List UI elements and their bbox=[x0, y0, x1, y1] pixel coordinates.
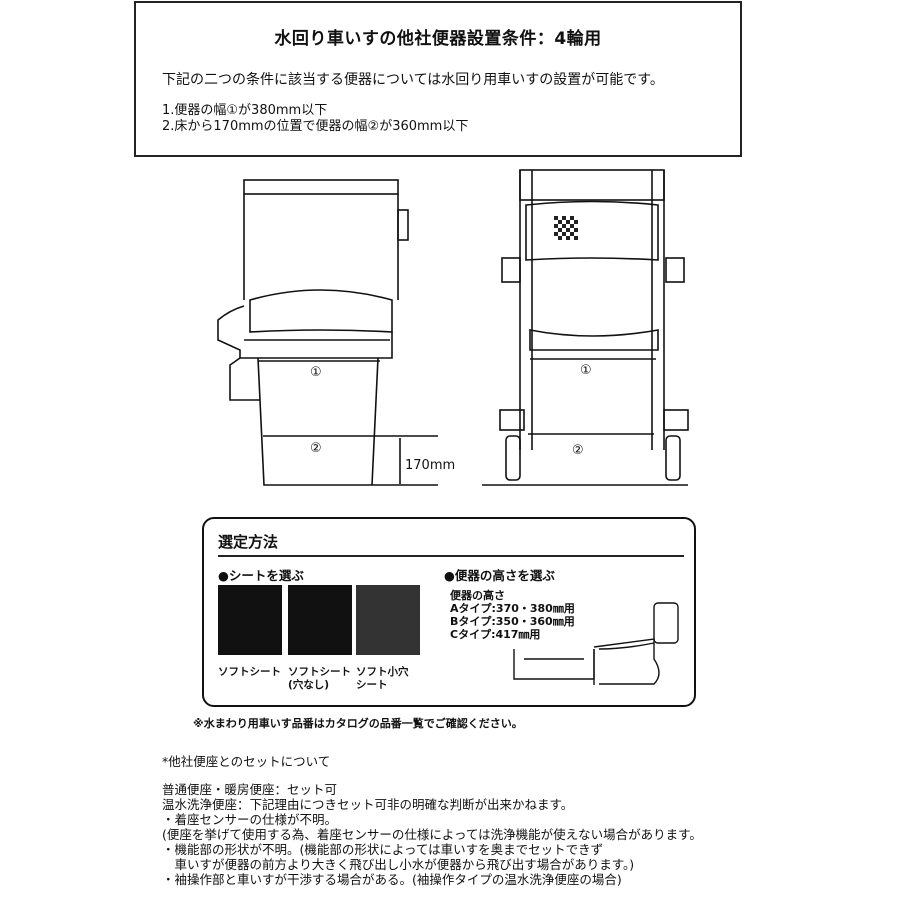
seat-caption-1: ソフトシート bbox=[218, 666, 281, 678]
toilet-and-wheelchair-illustration bbox=[217, 169, 689, 486]
note-line: 普通便座・暖房便座：セット可 bbox=[162, 782, 338, 797]
dimension-diagrams: ① ② 170mm ① ② bbox=[200, 160, 700, 500]
seat-heading: ●シートを選ぶ bbox=[218, 568, 304, 583]
header-lead-text: 下記の二つの条件に該当する便器については水回り用車いすの設置が可能です。 bbox=[162, 72, 664, 88]
third-party-seat-notes: *他社便座とのセットについて 普通便座・暖房便座：セット可 温水洗浄便座：下記理… bbox=[162, 754, 702, 887]
note-line: 温水洗浄便座：下記理由につきセット可非の明確な判断が出来かねます。 bbox=[162, 797, 574, 812]
seat-photo-soft-small-hole bbox=[356, 585, 420, 655]
seat-photo-soft-no-hole bbox=[288, 585, 352, 655]
notes-heading: *他社便座とのセットについて bbox=[162, 754, 331, 769]
height-heading: ●便器の高さを選ぶ bbox=[444, 568, 555, 583]
seat-photo-soft bbox=[218, 585, 282, 655]
toilet-width-2-label: ② bbox=[310, 441, 322, 456]
title-divider bbox=[218, 555, 684, 557]
condition-2: 2.床から170mmの位置で便器の幅②が360mm以下 bbox=[162, 119, 469, 134]
floor-height-label: 170mm bbox=[405, 458, 456, 473]
note-line: ・着座センサーの仕様が不明。 bbox=[162, 812, 338, 827]
catalog-footnote: ※水まわり用車いす品番はカタログの品番一覧でご確認ください。 bbox=[193, 717, 523, 730]
note-line: ・袖操作部と車いすが干渉する場合がある。(袖操作タイプの温水洗浄便座の場合) bbox=[162, 872, 622, 887]
wheelchair-width-2-label: ② bbox=[572, 443, 584, 458]
condition-1: 1.便器の幅①が380mm以下 bbox=[162, 103, 328, 118]
toilet-side-view-icon bbox=[513, 602, 679, 685]
note-line: (便座を挙げて使用する為、着座センサーの仕様によっては洗浄機能が使えない場合があ… bbox=[162, 827, 702, 842]
seat-caption-2: ソフトシート (穴なし) bbox=[288, 666, 351, 691]
seat-caption-3: ソフト小穴 シート bbox=[356, 666, 409, 691]
conditions-header-box: 水回り車いすの他社便器設置条件：4輪用 下記の二つの条件に該当する便器については… bbox=[134, 1, 742, 157]
note-line: 車いすが便器の前方より大きく飛び出し小水が便器から飛び出す場合があります。) bbox=[162, 857, 635, 872]
page-title: 水回り車いすの他社便器設置条件：4輪用 bbox=[274, 29, 602, 49]
toilet-width-1-label: ① bbox=[310, 365, 322, 380]
wheelchair-width-1-label: ① bbox=[580, 363, 592, 378]
note-line: ・機能部の形状が不明。(機能部の形状によっては車いすを奥までセットできず bbox=[162, 842, 604, 857]
selection-method-box: 選定方法 ●シートを選ぶ ソフトシート ソフトシート (穴なし) ソフト小穴 シ… bbox=[202, 517, 696, 707]
selection-title: 選定方法 bbox=[218, 533, 279, 551]
height-types: 便器の高さ Aタイプ:370・380㎜用 Bタイプ:350・360㎜用 Cタイプ… bbox=[450, 589, 575, 641]
